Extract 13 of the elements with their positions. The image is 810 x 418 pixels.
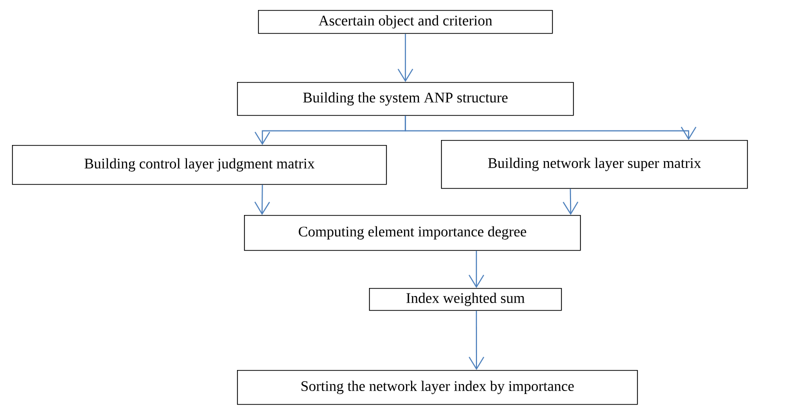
arrow: [404, 116, 696, 140]
process-box: Building control layer judgment matrix: [12, 145, 387, 185]
process-box: Building network layer super matrix: [441, 140, 748, 189]
process-box: Ascertain object and criterion: [258, 10, 553, 34]
arrow: [562, 188, 578, 215]
process-box: Building the system ANP structure: [237, 82, 574, 116]
arrow: [468, 250, 484, 288]
arrow: [254, 184, 270, 215]
process-box: Sorting the network layer index by importance: [237, 370, 638, 405]
process-box: Computing element importance degree: [244, 215, 581, 251]
process-box: Index weighted sum: [369, 288, 562, 311]
arrow: [468, 310, 484, 370]
arrow: [398, 34, 414, 82]
